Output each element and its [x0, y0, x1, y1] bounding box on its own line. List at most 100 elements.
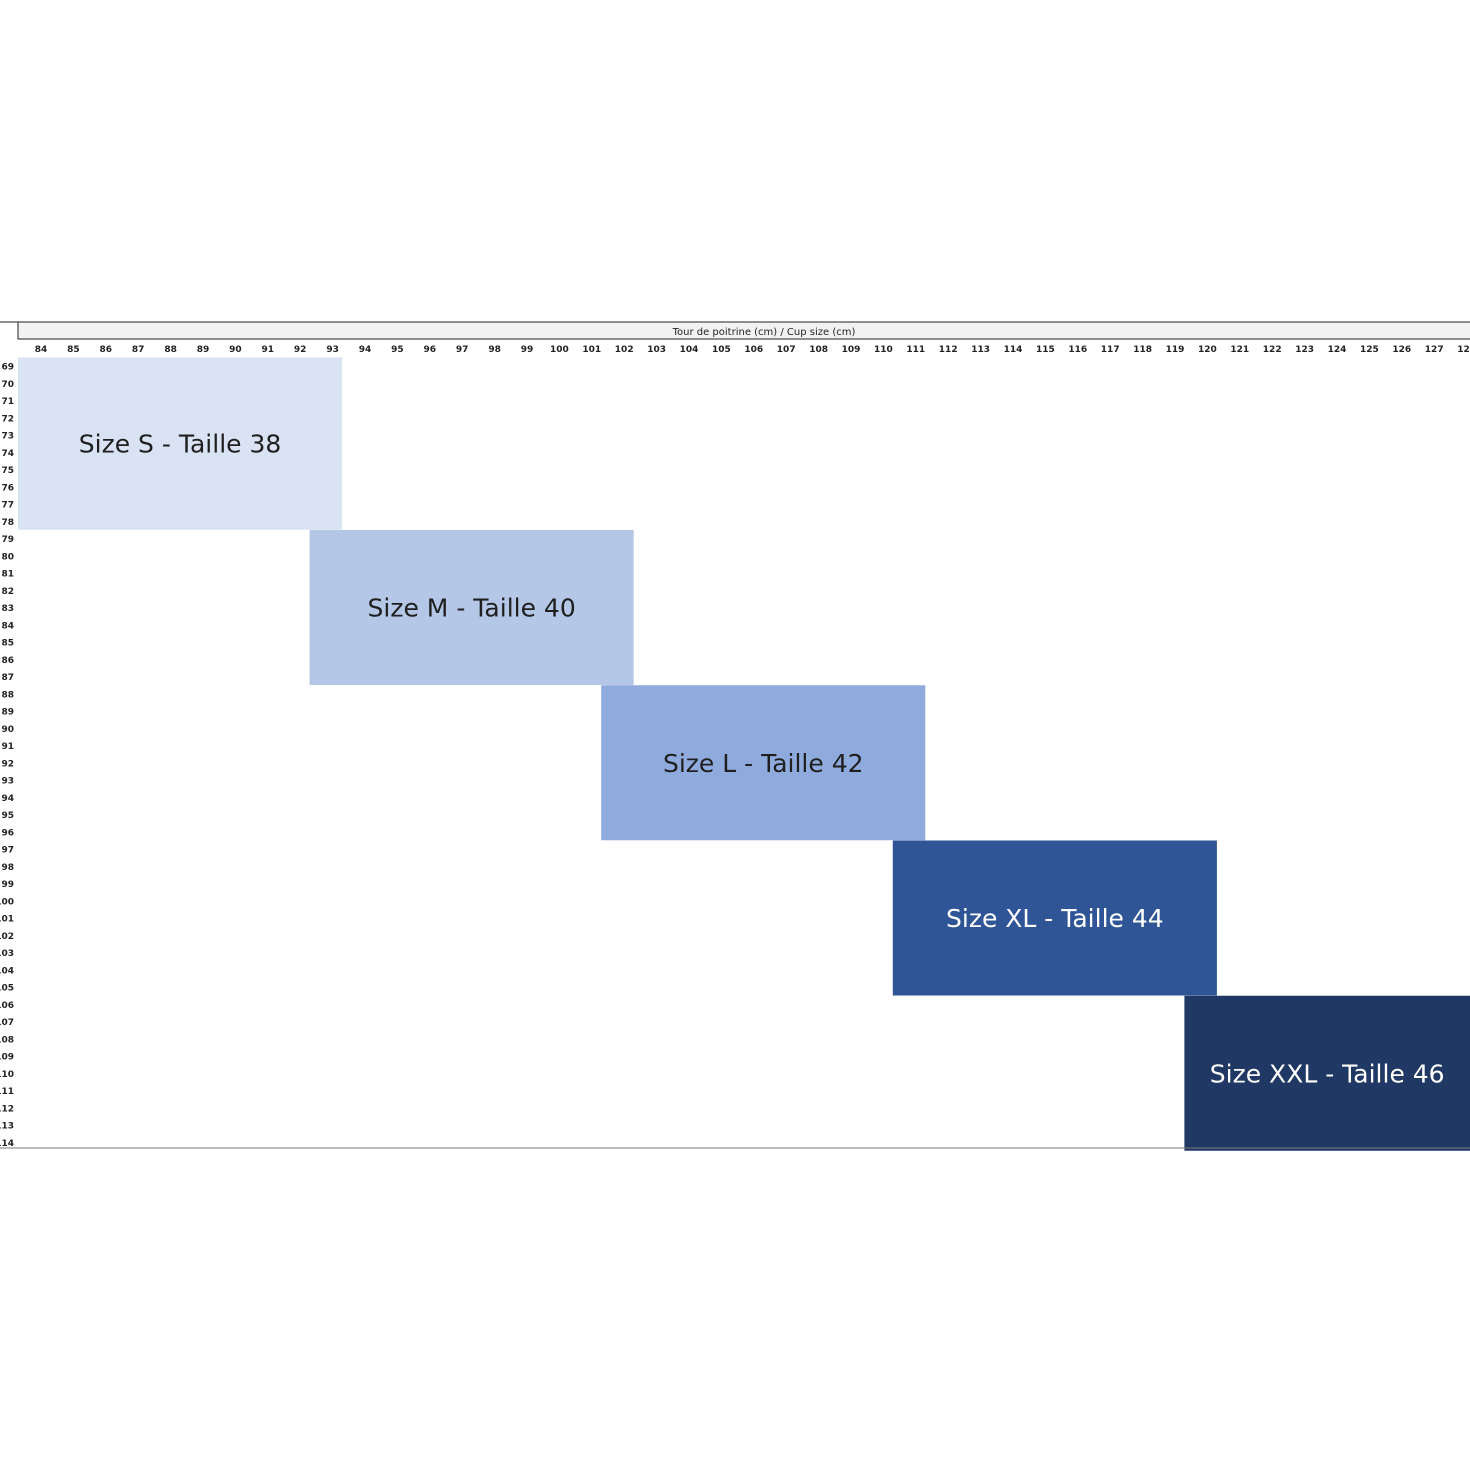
- x-tick-label: 84: [35, 345, 48, 355]
- y-tick-label: 104: [0, 966, 14, 976]
- x-tick-label: 94: [359, 345, 372, 355]
- x-tick-label: 107: [777, 345, 796, 355]
- x-tick-label: 86: [100, 345, 113, 355]
- x-tick-label: 124: [1328, 345, 1347, 355]
- x-tick-label: 105: [712, 345, 731, 355]
- y-tick-label: 113: [0, 1122, 14, 1132]
- size-box: [601, 685, 926, 841]
- x-tick-label: 111: [906, 345, 925, 355]
- header-band: [17, 321, 1470, 340]
- x-tick-label: 85: [67, 345, 80, 355]
- x-tick-label: 122: [1263, 345, 1282, 355]
- size-box: [892, 840, 1217, 996]
- y-tick-label: 74: [1, 449, 14, 459]
- y-tick-label: 90: [1, 725, 14, 735]
- size-box-label: Size XXL - Taille 46: [1210, 1059, 1445, 1088]
- x-tick-label: 100: [550, 345, 569, 355]
- y-tick-label: 92: [1, 759, 14, 769]
- y-tick-label: 86: [1, 656, 14, 666]
- y-tick-label: 97: [1, 846, 14, 856]
- y-tick-label: 95: [1, 811, 14, 821]
- x-tick-label: 104: [680, 345, 699, 355]
- x-tick-label: 125: [1360, 345, 1379, 355]
- x-tick-label: 121: [1230, 345, 1249, 355]
- x-tick-label: 101: [582, 345, 601, 355]
- x-tick-label: 116: [1068, 345, 1087, 355]
- y-tick-label: 106: [0, 1001, 14, 1011]
- x-tick-label: 117: [1101, 345, 1120, 355]
- y-tick-label: 72: [1, 414, 14, 424]
- y-tick-label: 87: [1, 673, 14, 683]
- x-tick-label: 115: [1036, 345, 1055, 355]
- y-tick-label: 108: [0, 1035, 14, 1045]
- x-tick-label: 99: [521, 345, 534, 355]
- y-tick-label: 100: [0, 897, 14, 907]
- y-tick-label: 110: [0, 1070, 14, 1080]
- y-axis-ticks: 6970717273747576777879808182838485868788…: [0, 363, 14, 1149]
- x-tick-label: 93: [326, 345, 339, 355]
- y-tick-label: 82: [1, 587, 14, 597]
- x-tick-label: 102: [615, 345, 634, 355]
- y-tick-label: 112: [0, 1104, 14, 1114]
- size-box-label: Size XL - Taille 44: [946, 904, 1164, 933]
- y-tick-label: 94: [1, 794, 14, 804]
- x-tick-label: 103: [647, 345, 666, 355]
- x-tick-label: 96: [424, 345, 437, 355]
- size-box: [18, 357, 343, 530]
- y-tick-label: 105: [0, 984, 14, 994]
- x-tick-label: 119: [1166, 345, 1185, 355]
- y-tick-label: 70: [1, 380, 14, 390]
- y-tick-label: 83: [1, 604, 14, 614]
- y-tick-label: 88: [1, 690, 14, 700]
- y-tick-label: 80: [1, 552, 14, 562]
- y-tick-label: 99: [1, 880, 14, 890]
- y-tick-label: 109: [0, 1053, 14, 1063]
- x-tick-label: 110: [874, 345, 893, 355]
- chart-title: Tour de poitrine (cm) / Cup size (cm): [672, 327, 856, 338]
- y-tick-label: 73: [1, 432, 14, 442]
- x-tick-label: 91: [262, 345, 275, 355]
- x-tick-label: 126: [1392, 345, 1411, 355]
- size-box: [1184, 995, 1470, 1151]
- x-tick-label: 120: [1198, 345, 1217, 355]
- x-tick-label: 128: [1457, 345, 1470, 355]
- y-tick-label: 96: [1, 828, 14, 838]
- y-tick-label: 71: [1, 397, 14, 407]
- y-tick-label: 103: [0, 949, 14, 959]
- y-tick-label: 85: [1, 639, 14, 649]
- x-tick-label: 113: [971, 345, 990, 355]
- x-tick-label: 87: [132, 345, 145, 355]
- size-boxes: Size S - Taille 38 Size M - Taille 40 Size…: [18, 357, 1470, 1151]
- y-tick-label: 79: [1, 535, 14, 545]
- y-tick-label: 77: [1, 501, 14, 511]
- x-tick-label: 106: [744, 345, 763, 355]
- y-tick-label: 76: [1, 483, 14, 493]
- x-tick-label: 114: [1004, 345, 1023, 355]
- size-box: [309, 530, 634, 685]
- y-tick-label: 114: [0, 1139, 14, 1149]
- size-box-label: Size M - Taille 40: [368, 594, 576, 623]
- x-tick-label: 98: [488, 345, 501, 355]
- x-tick-label: 109: [842, 345, 861, 355]
- y-tick-label: 93: [1, 777, 14, 787]
- y-tick-label: 75: [1, 466, 14, 476]
- y-tick-label: 91: [1, 742, 14, 752]
- y-tick-label: 69: [1, 363, 14, 373]
- x-tick-label: 90: [229, 345, 242, 355]
- y-tick-label: 89: [1, 708, 14, 718]
- y-tick-label: 107: [0, 1018, 14, 1028]
- x-tick-label: 108: [809, 345, 828, 355]
- size-box-label: Size S - Taille 38: [79, 430, 281, 459]
- x-tick-label: 97: [456, 345, 469, 355]
- y-tick-label: 111: [0, 1087, 14, 1097]
- x-tick-label: 95: [391, 345, 404, 355]
- y-tick-label: 78: [1, 518, 14, 528]
- x-tick-label: 112: [939, 345, 958, 355]
- x-tick-label: 89: [197, 345, 210, 355]
- x-tick-label: 118: [1133, 345, 1152, 355]
- y-tick-label: 84: [1, 621, 14, 631]
- size-box-label: Size L - Taille 42: [663, 749, 864, 778]
- x-tick-label: 92: [294, 345, 307, 355]
- y-tick-label: 101: [0, 915, 14, 925]
